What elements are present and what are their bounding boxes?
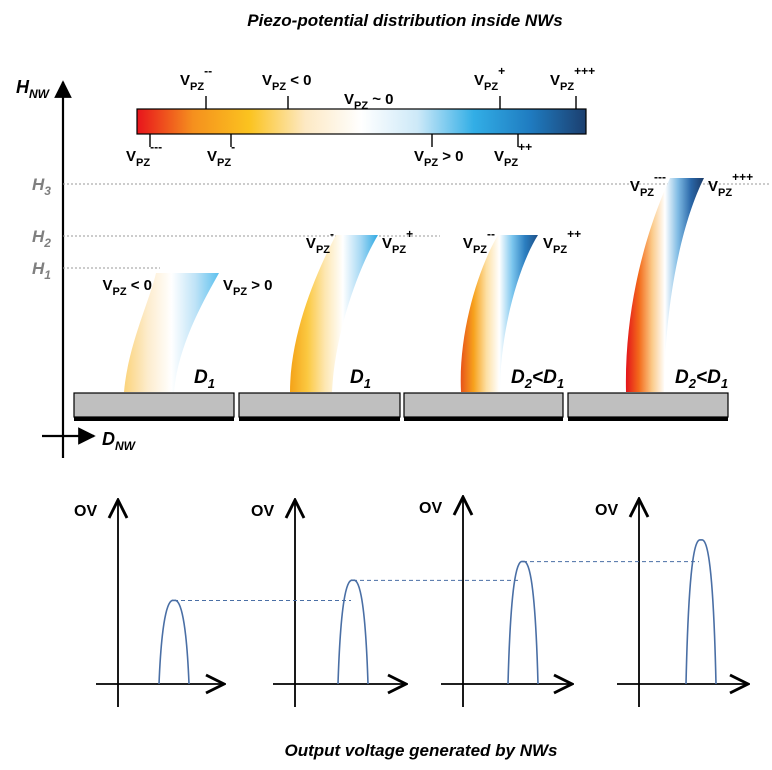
output-voltage-dashed-lines — [174, 561, 699, 601]
substrate-4-base — [568, 417, 728, 421]
h2-label: H2 — [32, 227, 51, 250]
diameter-labels: D1 D1 D2<D1 D2<D1 — [194, 367, 728, 391]
colorbar-label-bottom: VPZ > 0 — [414, 148, 464, 169]
ov-pulse — [158, 599, 190, 685]
colorbar-label-top: VPZ ~ 0 — [344, 91, 394, 112]
h3-label: H3 — [32, 175, 51, 198]
nanowire-3 — [460, 235, 538, 392]
nanowire-label-left: VPZ- — [306, 227, 334, 256]
colorbar-labels: VPZ-- VPZ < 0 VPZ ~ 0 VPZ+ VPZ+++ VPZ--- VPZ- V… — [126, 64, 595, 169]
colorbar-label-bottom: VPZ- — [207, 140, 235, 169]
diameter-label: D2<D1 — [511, 367, 564, 391]
substrates — [73, 392, 729, 421]
ov-panel: OV — [595, 499, 748, 707]
nanowire-label-right: VPZ > 0 — [223, 277, 273, 298]
output-voltage-panels: OV OV OV OV — [74, 497, 748, 707]
diameter-label: D2<D1 — [675, 367, 728, 391]
ov-axis-label: OV — [419, 500, 442, 517]
colorbar-label-bottom: VPZ--- — [126, 140, 162, 169]
h1-label: H1 — [32, 259, 51, 282]
substrate-1 — [73, 392, 235, 418]
nanowire-label-left: VPZ < 0 — [102, 277, 152, 298]
substrate-3 — [403, 392, 564, 418]
ov-pulse — [685, 539, 717, 685]
substrate-2 — [238, 392, 401, 418]
ov-axis-label: OV — [251, 503, 274, 520]
colorbar-label-bottom: VPZ++ — [494, 140, 532, 169]
substrate-2-base — [239, 417, 400, 421]
nanowire-4 — [625, 178, 704, 392]
colorbar-label-top: VPZ+++ — [550, 64, 595, 93]
y-axis-label: HNW — [16, 77, 51, 101]
nanowire-label-right: VPZ++ — [543, 227, 581, 256]
diameter-label: D1 — [350, 367, 371, 391]
nanowire-label-right: VPZ+ — [382, 227, 413, 256]
ov-axis-label: OV — [595, 502, 618, 519]
bottom-title: Output voltage generated by NWs — [285, 741, 558, 760]
colorbar — [136, 108, 587, 135]
colorbar-label-top: VPZ-- — [180, 64, 212, 93]
ov-pulse — [337, 579, 369, 685]
colorbar-label-top: VPZ+ — [474, 64, 505, 93]
ov-panel: OV — [419, 497, 572, 707]
colorbar-ticks — [149, 96, 577, 147]
nanowire-label-left: VPZ-- — [463, 227, 495, 256]
substrate-3-base — [404, 417, 563, 421]
nanowire-labels: VPZ < 0 VPZ > 0 VPZ- VPZ+ VPZ-- VPZ++ VPZ--- VP… — [102, 170, 753, 298]
ov-pulse — [507, 560, 539, 685]
ov-panel: OV — [251, 500, 406, 707]
nanowire-label-left: VPZ--- — [630, 170, 666, 199]
x-axis-label: DNW — [102, 429, 137, 453]
ov-panel: OV — [74, 500, 224, 707]
substrate-4 — [567, 392, 729, 418]
nanowire-2 — [290, 235, 378, 392]
substrate-1-base — [74, 417, 234, 421]
nanowire-1 — [124, 273, 219, 392]
top-title: Piezo-potential distribution inside NWs — [247, 11, 562, 30]
nanowire-label-right: VPZ+++ — [708, 170, 753, 199]
colorbar-label-top: VPZ < 0 — [262, 72, 312, 93]
ov-axis-label: OV — [74, 503, 97, 520]
diameter-label: D1 — [194, 367, 215, 391]
